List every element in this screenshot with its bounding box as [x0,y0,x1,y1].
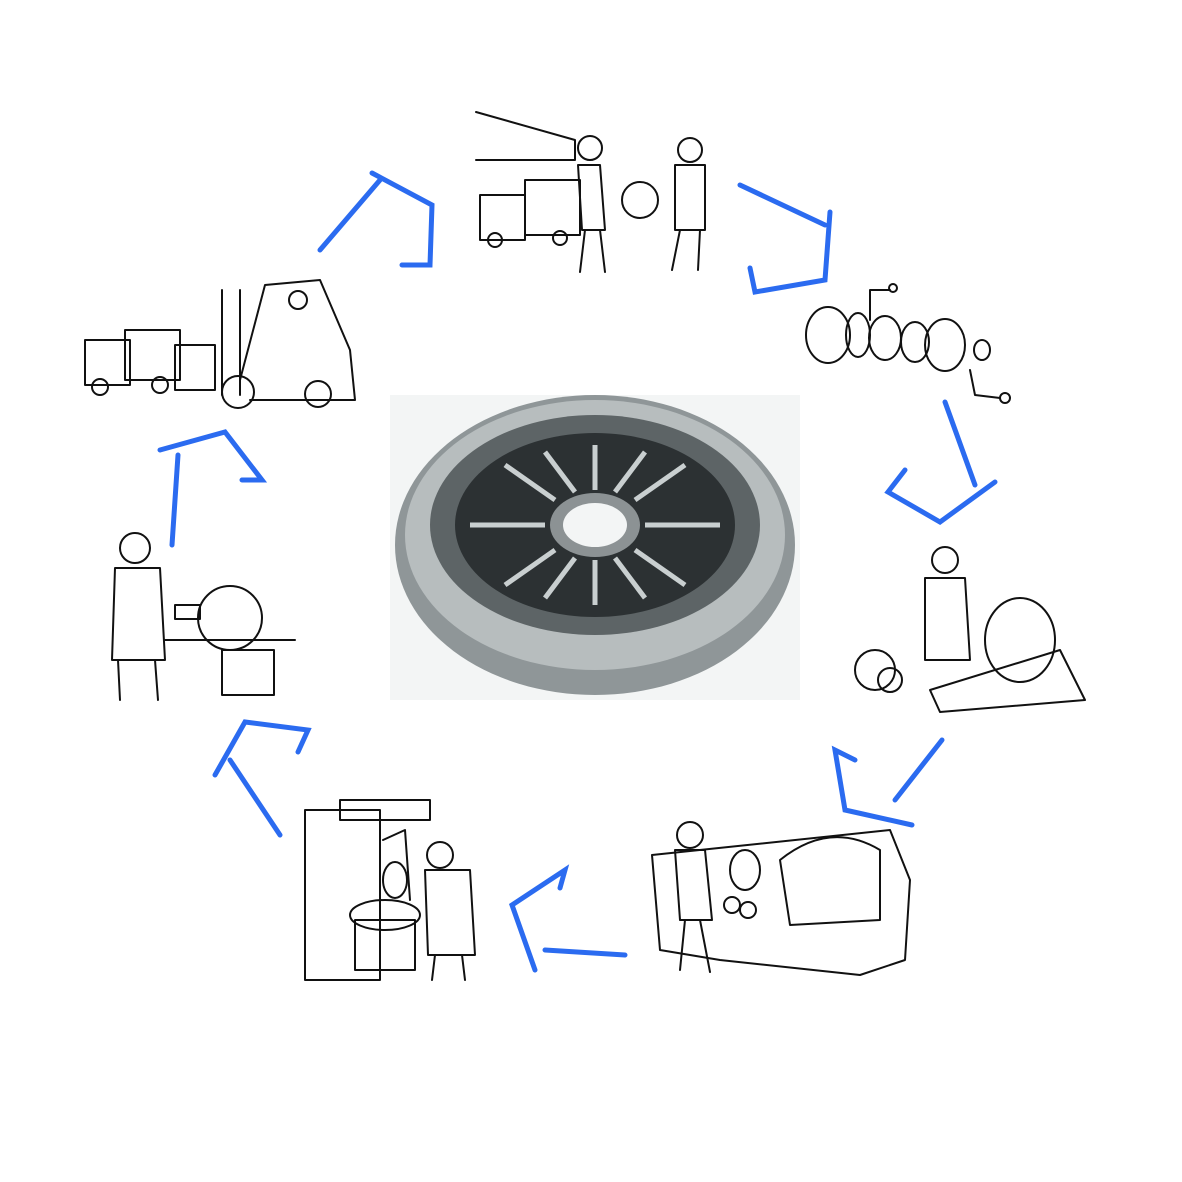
handover-delivery-illustration [475,111,706,273]
arrow-2-icon [737,182,833,295]
inspection-illustration [854,546,1086,713]
forklift-shipping-illustration [84,279,356,409]
testing-illustration [111,532,296,701]
arrow-3-icon [884,399,998,525]
disassembly-exploded-parts-illustration [805,283,1011,404]
clutch-pressure-plate-photo [390,395,800,700]
arrow-4-icon [831,737,945,828]
machining-illustration [651,821,911,976]
arrow-7-icon [157,429,268,548]
arrow-1-icon [317,170,435,268]
arrow-5-icon [508,864,628,973]
arrow-6-icon [212,719,312,838]
assembly-balancing-illustration [304,799,476,981]
